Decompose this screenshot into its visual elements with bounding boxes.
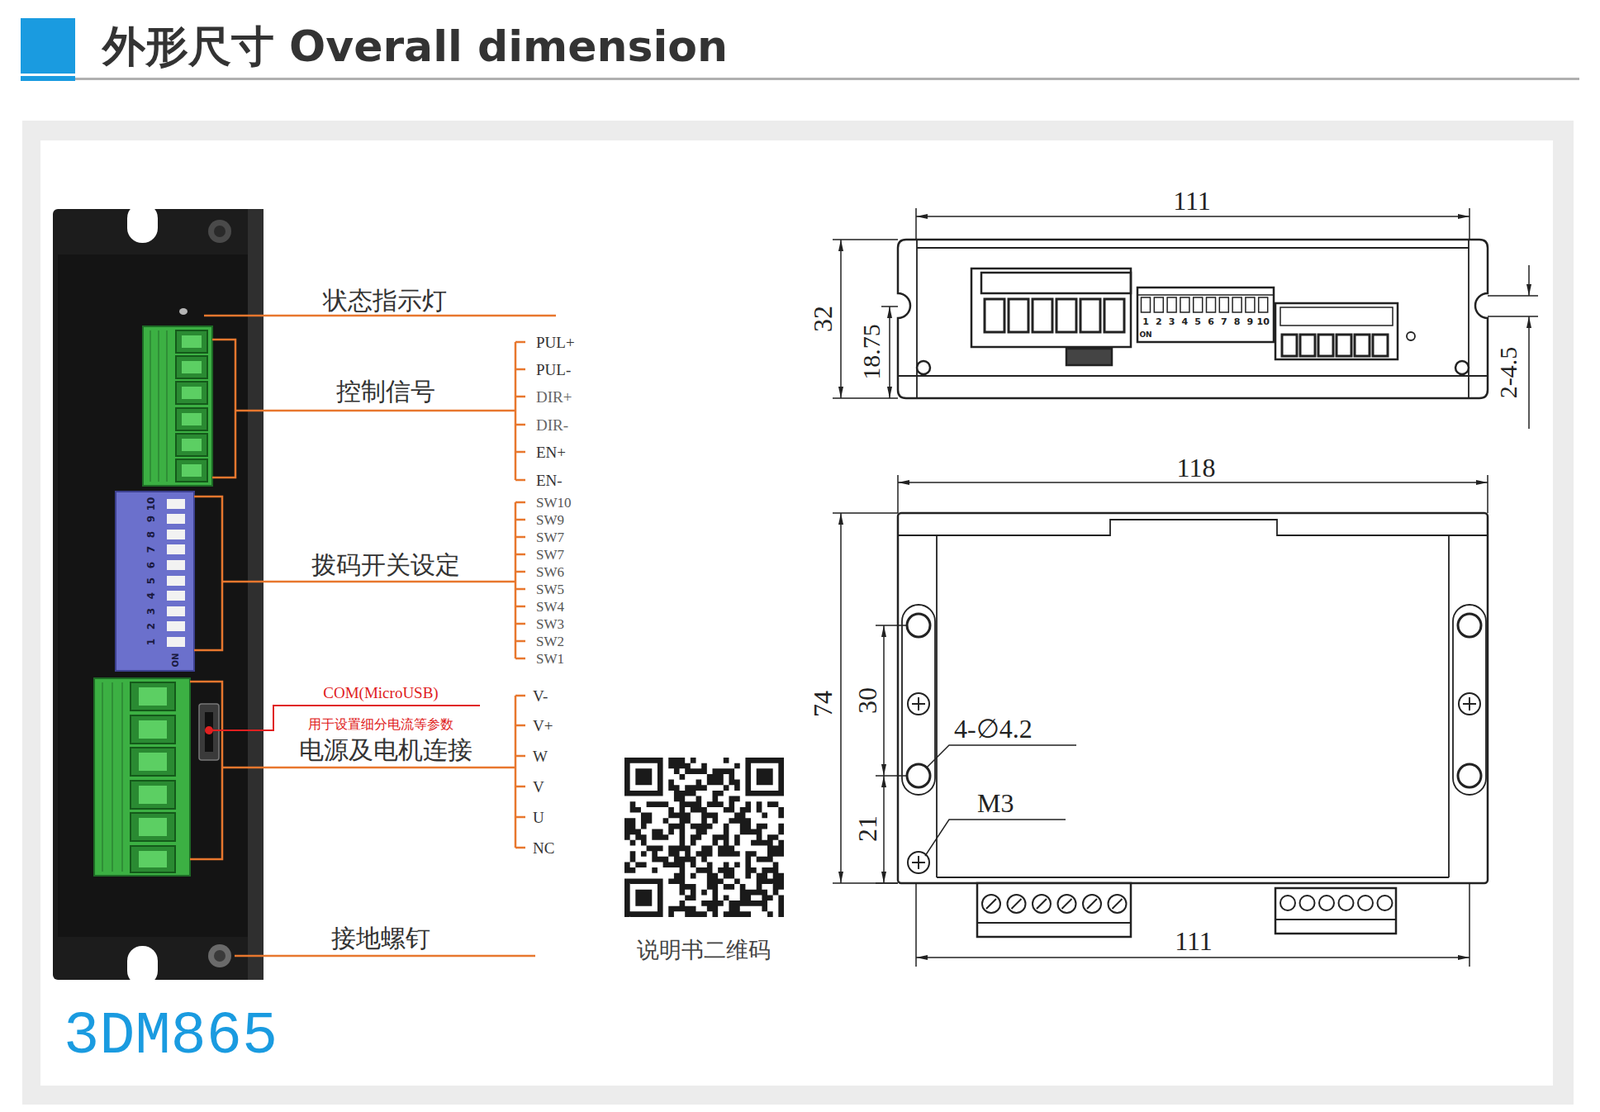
switch-number: ON [171,653,181,668]
page-title: 外形尺寸 Overall dimension [102,24,728,68]
dimension-text: M3 [977,789,1014,817]
pin-name: U [532,809,545,826]
dimension-text: 30 [854,687,881,714]
switch-number: 9 [146,515,157,523]
switch-name: SW3 [536,617,565,632]
signal-name: PUL- [536,361,571,378]
pin-name: V+ [532,717,553,734]
pin-name: NC [532,840,555,856]
pin-name: W [532,748,548,765]
port-note: 用于设置细分电流等参数 [308,717,454,732]
dimension-text: 2-4.5 [1495,346,1521,399]
panel-frame [22,120,1574,1105]
callout-lines [189,315,556,956]
switch-number: 4 [146,592,157,599]
switch-number: 9 [1247,317,1254,327]
port-name: COM(MicroUSB) [322,684,438,701]
top-view [897,512,1488,937]
switch-number: 2 [1155,317,1163,327]
signal-name: EN+ [536,444,566,461]
switch-name: SW4 [536,599,565,614]
switch-name: SW2 [536,634,565,649]
switch-number: 8 [1234,317,1241,327]
switch-number: 10 [146,496,157,511]
callout-label: 状态指示灯 [322,288,447,314]
switch-number: 1 [146,638,157,646]
switch-number: ON [1139,331,1152,339]
signal-name: DIR+ [536,389,572,405]
switch-number: 5 [1194,317,1202,327]
switch-number: 7 [146,545,157,553]
side-view [897,239,1488,399]
callout-label: 电源及电机连接 [299,737,473,763]
port-leader [208,705,480,731]
qr-caption: 说明书二维码 [636,938,771,961]
dimension-text: 111 [1172,187,1211,214]
switch-number: 7 [1220,317,1228,327]
switch-number: 5 [146,576,157,584]
dimension-text: 111 [1174,927,1213,955]
pin-name: V- [532,688,548,704]
dimension-text: 118 [1177,454,1216,481]
signal-name: EN- [536,472,563,489]
callout-label: 拨码开关设定 [311,552,461,578]
callout-label: 接地螺钉 [331,925,431,951]
signal-name: DIR- [536,417,569,433]
panel [40,140,1553,1086]
switch-number: 2 [146,622,157,630]
dimension-lines [832,208,1539,429]
dimension-text: 32 [809,305,836,333]
switch-number: 3 [146,607,157,615]
qr-modules [624,757,784,917]
switch-name: SW9 [536,512,565,528]
switch-number: 6 [146,561,157,569]
dimension-text: 21 [854,815,881,842]
switch-name: SW6 [536,564,565,580]
header-mark [20,18,76,74]
switch-name: SW7 [536,547,565,562]
switch-number: 1 [1142,317,1149,327]
pin-name: V [532,778,545,795]
signal-name: PUL+ [536,334,575,351]
callout-label: 控制信号 [336,379,436,404]
model-name: 3DM865 [63,1006,278,1067]
dimension-lines [832,474,1488,967]
driver-photo [52,203,264,986]
switch-number: 10 [1257,317,1270,327]
dimension-text: 4-∅4.2 [954,715,1033,742]
dimension-text: 18.75 [859,323,884,380]
dimension-text: 74 [809,690,836,717]
switch-number: 4 [1182,317,1189,327]
switch-number: 3 [1168,317,1176,327]
switch-name: SW7 [536,530,565,545]
switch-number: 8 [146,531,157,538]
switch-name: SW5 [536,582,565,597]
switch-name: SW1 [536,651,565,666]
switch-number: 6 [1207,317,1215,327]
header-rule [20,77,1580,81]
switch-name: SW10 [536,495,572,510]
qr-code [624,757,784,917]
header-rule-accent [20,75,76,81]
